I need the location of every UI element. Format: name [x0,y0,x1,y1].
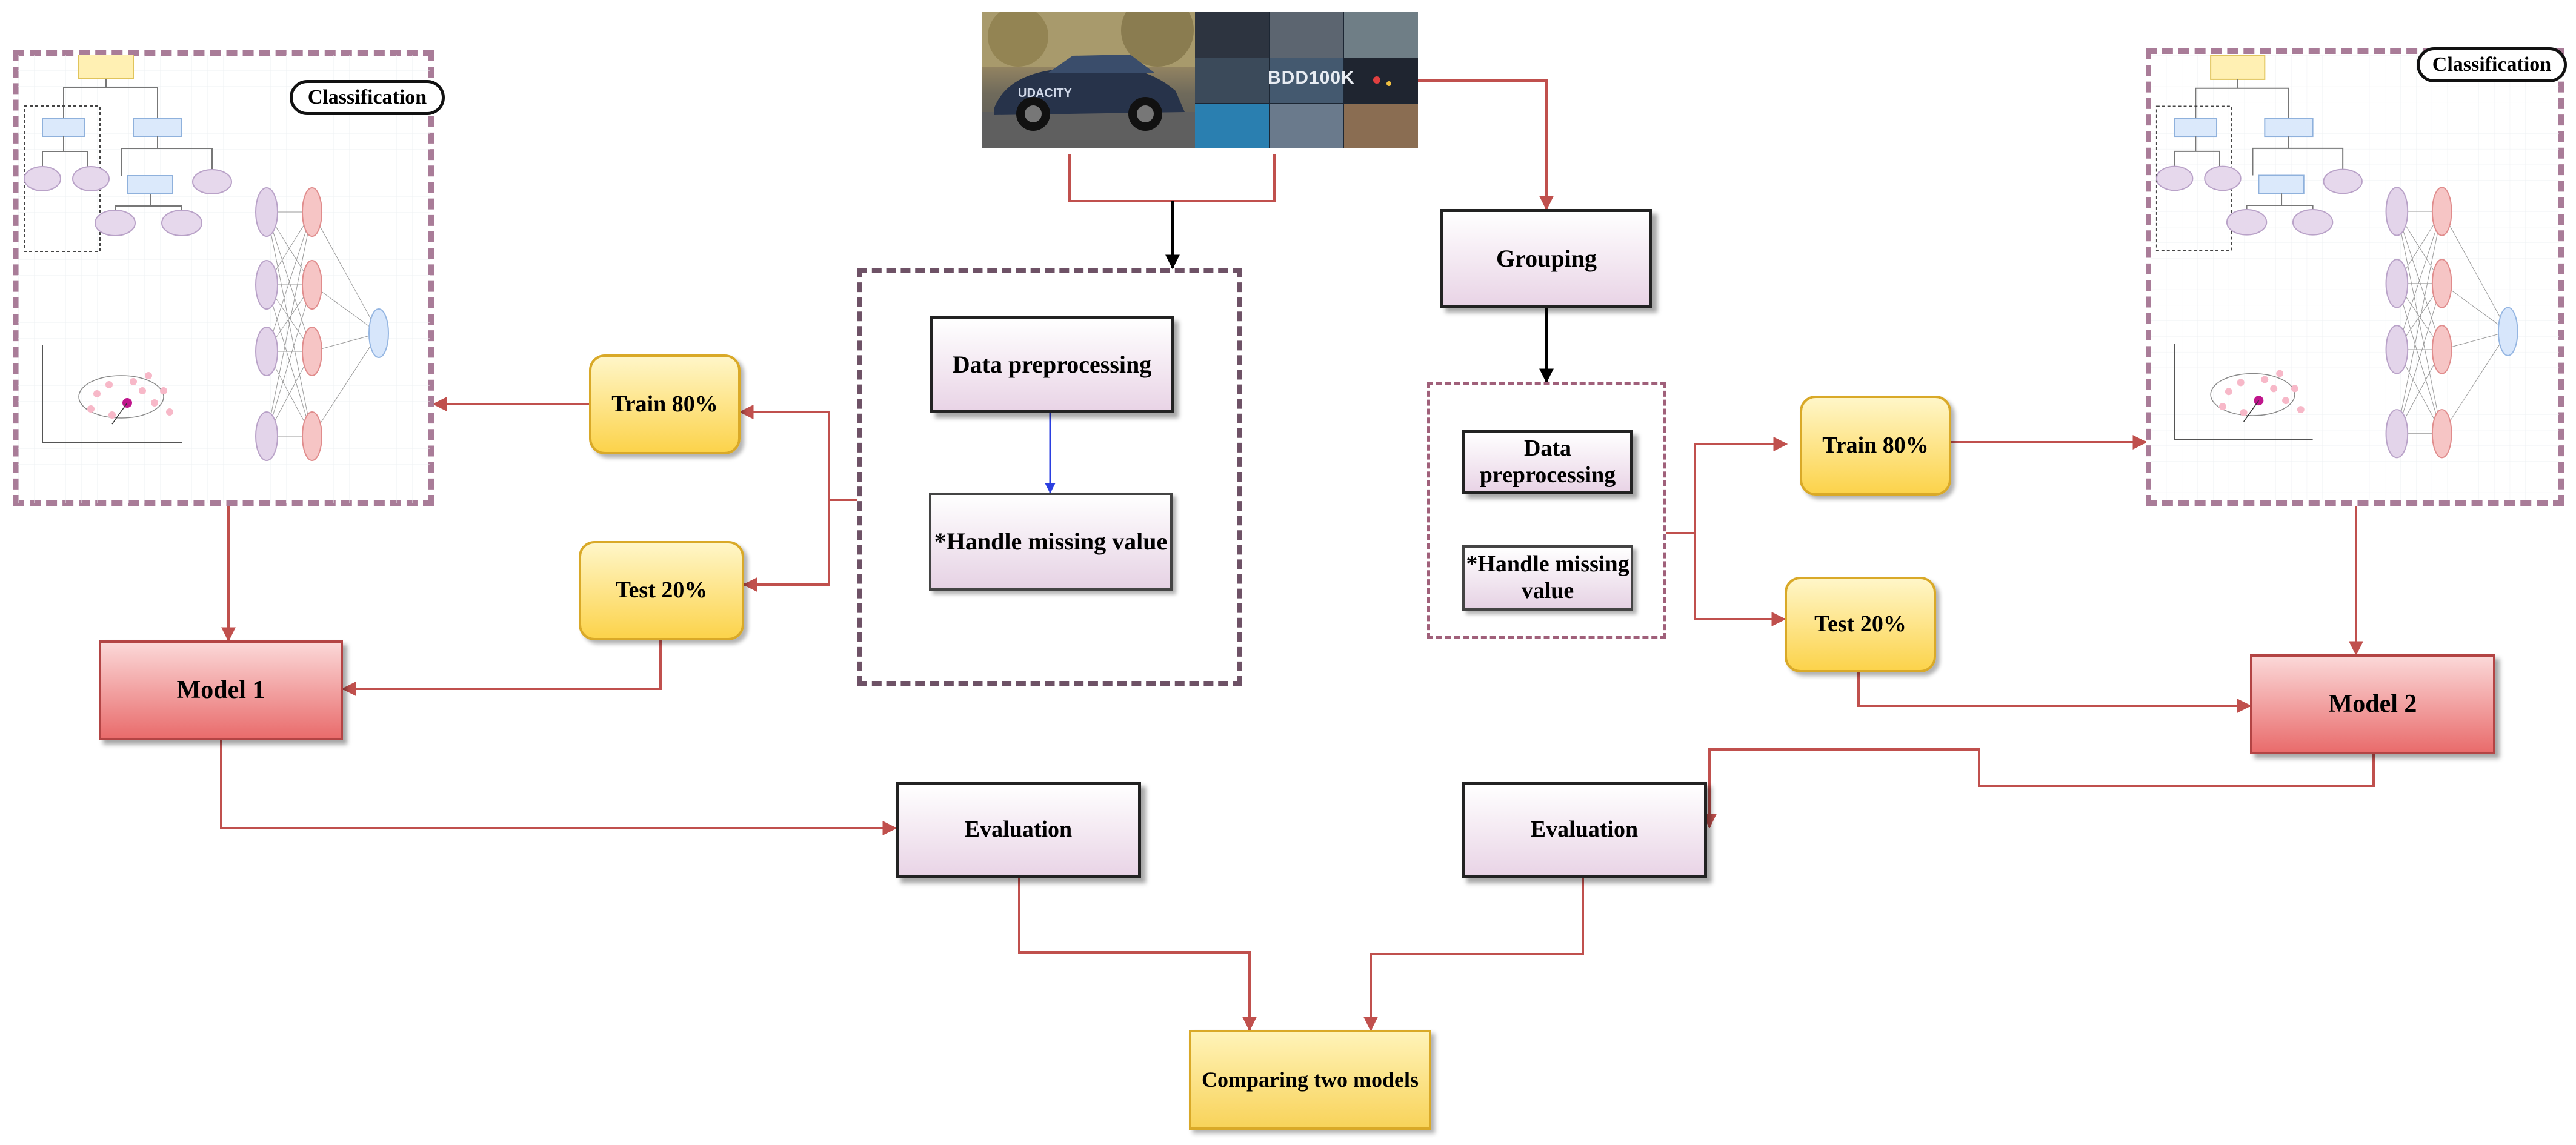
evaluation-box-left: Evaluation [896,782,1141,878]
arrow-model1-to-evaluation [220,740,897,835]
classification-tag-right: Classification [2417,47,2567,82]
classification-diagram-left [18,55,430,503]
arrow-eval-left-to-compare [1018,878,1257,1032]
data-preprocessing-right: Data preprocessing [1462,430,1633,494]
model2-box: Model 2 [2250,654,2495,754]
classification-diagram-right [2151,55,2559,500]
train-box-right: Train 80% [1800,396,1951,496]
preprocessing-group-center [857,268,1242,686]
arrow-images-to-grouping [1418,79,1554,211]
train-box-left: Train 80% [589,354,741,454]
dataset-caption: BDD100K [1268,68,1355,88]
test-box-right: Test 20% [1785,577,1936,672]
comparing-models-box: Comparing two models [1189,1030,1431,1130]
arrow-test-to-model2 [1857,672,2252,713]
model1-box: Model 1 [99,640,343,740]
arrow-center-to-test [742,500,830,592]
classification-tag-left: Classification [290,80,445,115]
preprocessing-group-right [1427,382,1666,639]
test-box-left: Test 20% [579,541,744,640]
evaluation-box-right: Evaluation [1462,782,1707,878]
arrow-images-to-center [1068,154,1276,202]
dataset-grid-photo: BDD100K [1195,12,1418,148]
svg-text:UDACITY: UDACITY [1018,87,1073,100]
handle-missing-center: *Handle missing value [929,493,1173,591]
handle-missing-right: *Handle missing value [1462,545,1633,611]
grouping-box: Grouping [1440,209,1652,308]
arrow-model2-to-evaluation [1702,748,2375,829]
arrow-center-to-train [739,405,857,501]
arrow-test-to-model1 [341,640,662,696]
arrow-right-center-to-test [1694,533,1786,626]
arrow-right-center-to-train [1666,437,1788,534]
data-preprocessing-center: Data preprocessing [930,316,1174,413]
car-photo: UDACITY [982,12,1195,148]
arrow-eval-right-to-compare [1363,878,1584,1032]
